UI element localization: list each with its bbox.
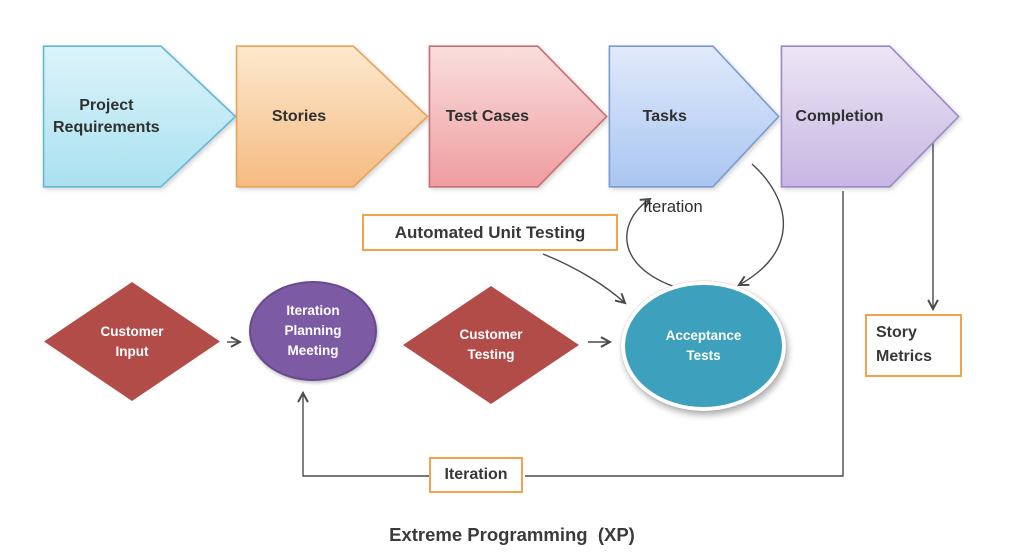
chevron-arrow-shape (428, 45, 608, 188)
customer-input-label: Customer Input (100, 323, 164, 359)
pipeline-step-label: Stories (271, 107, 327, 125)
chevron-arrow-shape (608, 45, 780, 188)
automated-unit-testing-callout: Automated Unit Testing (362, 214, 618, 251)
pipeline-step-label: Completion (795, 107, 884, 125)
diagram-title: Extreme Programming (XP) (389, 524, 635, 545)
pipeline-step-label: Tasks (642, 107, 687, 125)
line-completion-to-iteration-box (525, 191, 844, 477)
story-metrics-label: Story Metrics (876, 324, 933, 365)
acceptance-tests-label: Acceptance Tests (665, 327, 742, 363)
pipeline-step-stories: Stories (235, 45, 429, 188)
iteration-planning-meeting-label: Iteration Planning Meeting (284, 302, 342, 359)
automated-unit-testing-label: Automated Unit Testing (394, 222, 586, 242)
story-metrics-callout: Story Metrics (865, 314, 962, 377)
iteration-callout-label: Iteration (444, 466, 508, 483)
arrow-iteration-box-to-planning (297, 390, 429, 477)
chevron-arrow-shape (235, 45, 429, 188)
pipeline-step-completion: Completion (780, 45, 960, 188)
pipeline-step-project-requirements: Project Requirements (42, 45, 237, 188)
pipeline-step-label: Test Cases (445, 107, 530, 125)
chevron-arrow-shape (780, 45, 960, 188)
pipeline-step-test-cases: Test Cases (428, 45, 608, 188)
arrow-acceptance-to-tasks-loop (626, 197, 679, 289)
iteration-loop-label: Iteration (643, 198, 703, 216)
customer-testing-node: Customer Testing (399, 282, 583, 408)
chevron-arrow-shape (42, 45, 237, 188)
pipeline-step-tasks: Tasks (608, 45, 780, 188)
arrow-unit-testing-to-acceptance (542, 253, 627, 305)
customer-input-node: Customer Input (40, 278, 224, 405)
pipeline-step-label: Project Requirements (52, 96, 160, 136)
iteration-callout: Iteration (429, 457, 523, 493)
customer-testing-label: Customer Testing (459, 327, 523, 362)
arrow-tasks-to-acceptance-loop (737, 163, 785, 286)
acceptance-tests-node: Acceptance Tests (621, 281, 786, 411)
iteration-planning-meeting-node: Iteration Planning Meeting (249, 281, 377, 381)
